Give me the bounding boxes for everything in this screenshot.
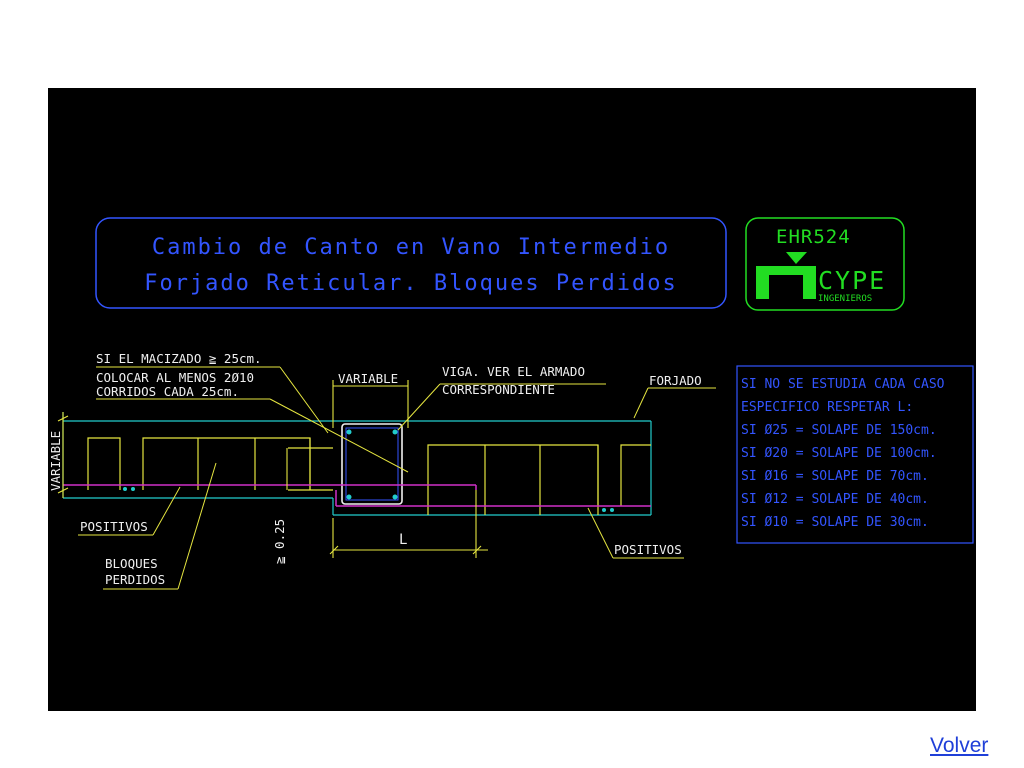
note-macizado-3: CORRIDOS CADA 25cm. bbox=[96, 384, 239, 399]
label-positivos-right: POSITIVOS bbox=[614, 542, 682, 557]
note-viga-1: VIGA. VER EL ARMADO bbox=[442, 364, 585, 379]
title-line-2: Forjado Reticular. Bloques Perdidos bbox=[144, 271, 678, 296]
logo-brand: CYPE bbox=[818, 266, 886, 295]
title-line-1: Cambio de Canto en Vano Intermedio bbox=[152, 235, 670, 260]
label-min-dim: ≧ 0.25 bbox=[272, 519, 287, 564]
label-bloques-2: PERDIDOS bbox=[105, 572, 165, 587]
beam-section bbox=[341, 423, 403, 505]
note-macizado-1: SI EL MACIZADO ≧ 25cm. bbox=[96, 351, 262, 366]
dimension-lines bbox=[57, 380, 488, 558]
bottom-rebars bbox=[63, 484, 651, 507]
logo-code: EHR524 bbox=[776, 226, 851, 248]
solape-table: SI NO SE ESTUDIA CADA CASO ESPECIFICO RE… bbox=[736, 365, 974, 544]
title-block: Cambio de Canto en Vano Intermedio Forja… bbox=[95, 217, 727, 309]
solape-row-25: SI Ø25 = SOLAPE DE 150cm. bbox=[741, 423, 937, 438]
solape-intro-2: ESPECIFICO RESPETAR L: bbox=[741, 400, 913, 415]
label-forjado: FORJADO bbox=[649, 373, 702, 388]
label-positivos-left: POSITIVOS bbox=[80, 519, 148, 534]
solape-row-20: SI Ø20 = SOLAPE DE 100cm. bbox=[741, 446, 937, 461]
annotation-labels: SI EL MACIZADO ≧ 25cm. COLOCAR AL MENOS … bbox=[48, 351, 702, 587]
label-variable-side: VARIABLE bbox=[48, 431, 63, 491]
solape-intro-1: SI NO SE ESTUDIA CADA CASO bbox=[741, 377, 945, 392]
logo-mark-icon bbox=[756, 252, 816, 299]
logo-sub: INGENIEROS bbox=[818, 294, 872, 304]
rebar-dots bbox=[123, 487, 614, 512]
solape-row-16: SI Ø16 = SOLAPE DE 70cm. bbox=[741, 469, 929, 484]
label-bloques-1: BLOQUES bbox=[105, 556, 158, 571]
leader-lines bbox=[78, 366, 716, 590]
solape-row-12: SI Ø12 = SOLAPE DE 40cm. bbox=[741, 492, 929, 507]
volver-link[interactable]: Volver bbox=[930, 734, 989, 757]
note-macizado-2: COLOCAR AL MENOS 2Ø10 bbox=[96, 370, 254, 385]
solape-row-10: SI Ø10 = SOLAPE DE 30cm. bbox=[741, 515, 929, 530]
right-lost-blocks bbox=[427, 444, 651, 515]
cad-drawing: Cambio de Canto en Vano Intermedio Forja… bbox=[48, 88, 976, 711]
note-viga-2: CORRESPONDIENTE bbox=[442, 382, 555, 397]
cype-logo: EHR524 CYPE INGENIEROS bbox=[745, 217, 905, 311]
label-dim-l: L bbox=[399, 532, 407, 548]
left-lost-blocks bbox=[87, 437, 333, 491]
label-variable-top: VARIABLE bbox=[338, 371, 398, 386]
